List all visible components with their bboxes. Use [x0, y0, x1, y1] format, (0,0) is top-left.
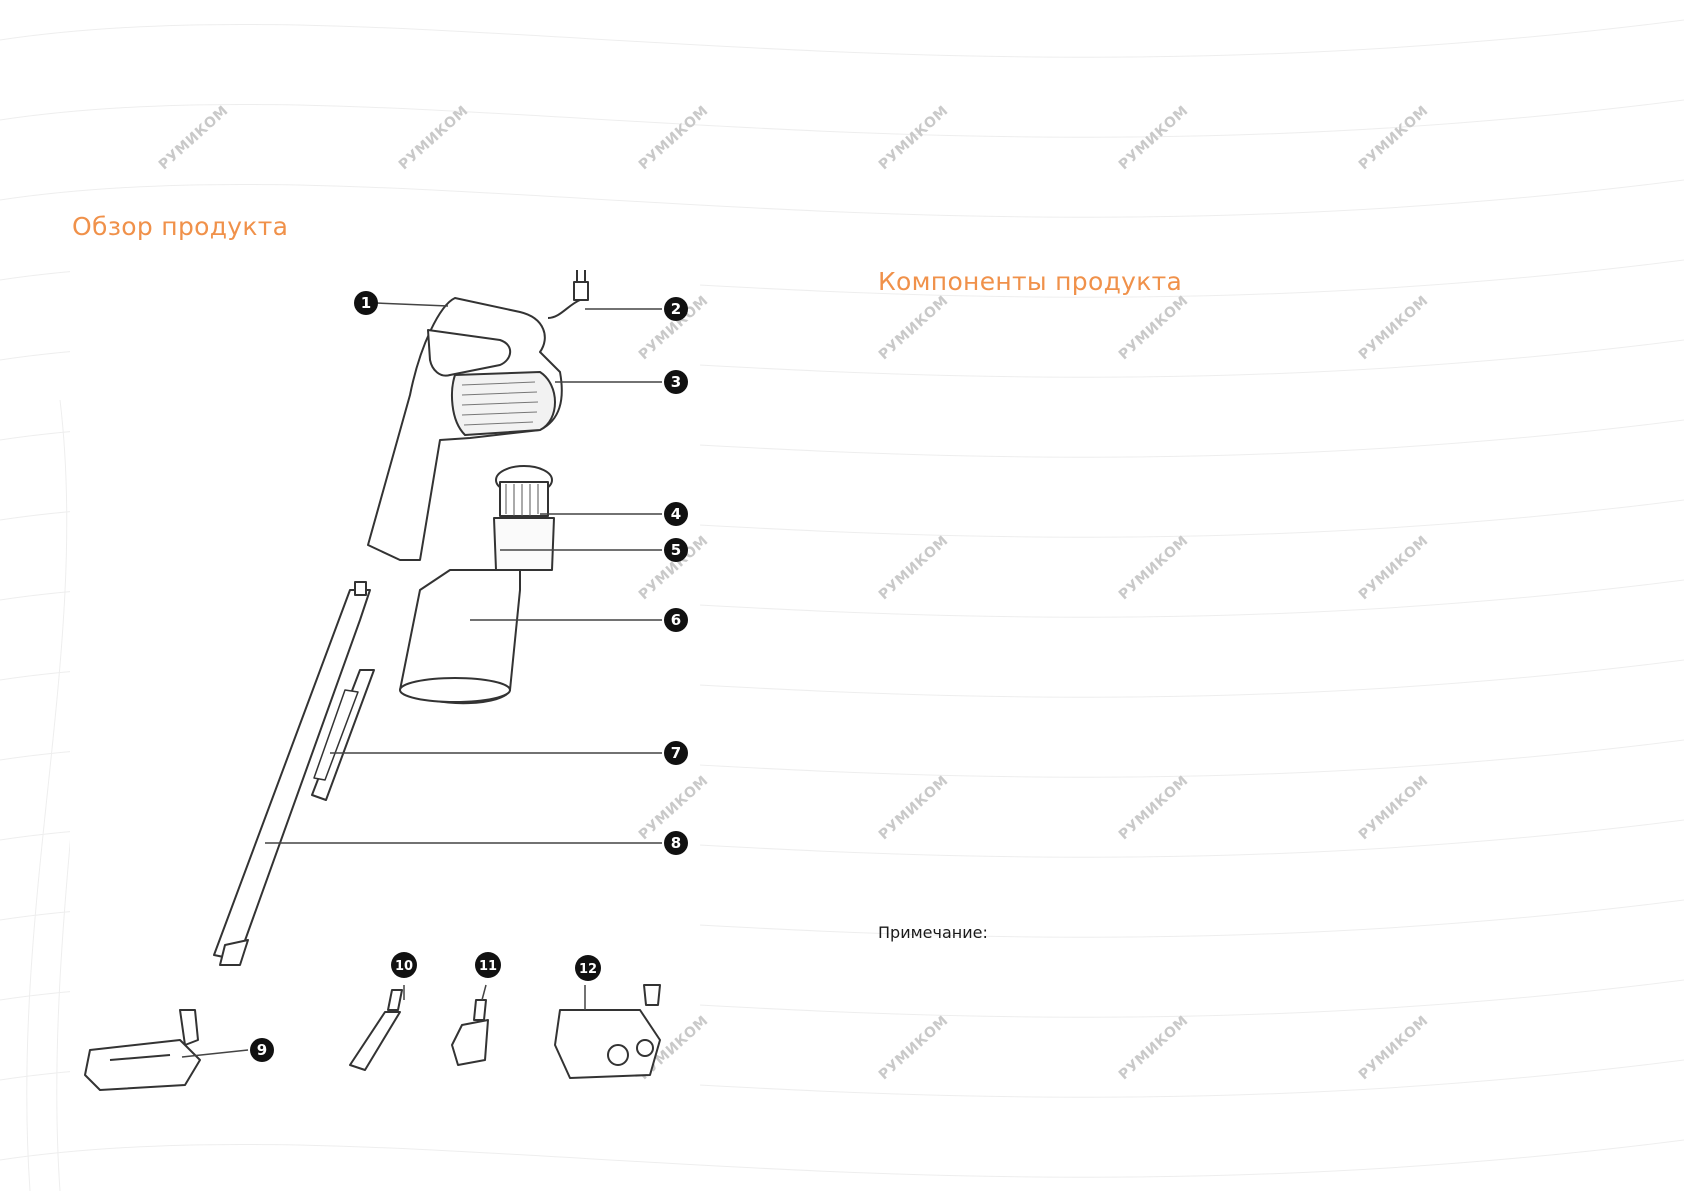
dust-container: [399, 569, 521, 705]
callout-4: 4: [664, 502, 688, 526]
product-components-title: Компоненты продукта: [878, 267, 1183, 296]
diagram-backdrop: [70, 260, 700, 1090]
callout-10: 10: [391, 952, 417, 978]
callout-5-label: 5: [671, 541, 681, 559]
callout-2-label: 2: [671, 300, 681, 318]
callout-1-label: 1: [361, 294, 371, 312]
callout-6-label: 6: [671, 611, 681, 629]
vacuum-handle: [367, 270, 589, 561]
callout-11-label: 11: [479, 959, 497, 974]
callout-12-label: 12: [579, 962, 597, 977]
brush-tool: [451, 999, 489, 1066]
callout-10-label: 10: [395, 959, 413, 974]
turbo-brush: [554, 984, 661, 1079]
callout-7: 7: [664, 741, 688, 765]
callout-leaders: [181, 302, 662, 1058]
extension-tube: [213, 581, 375, 966]
callout-2: 2: [664, 297, 688, 321]
callout-9-label: 9: [257, 1041, 267, 1059]
callout-9: 9: [250, 1038, 274, 1062]
callout-8-label: 8: [671, 834, 681, 852]
filter-assembly: [493, 465, 555, 571]
callout-3-label: 3: [671, 373, 681, 391]
callout-11: 11: [475, 952, 501, 978]
callout-8: 8: [664, 831, 688, 855]
right-page: Компоненты продукта Примечание:: [842, 0, 1684, 1191]
note-label: Примечание:: [878, 923, 988, 942]
callout-4-label: 4: [671, 505, 681, 523]
floor-brush: [84, 1009, 201, 1091]
callout-6: 6: [664, 608, 688, 632]
callout-1: 1: [354, 291, 378, 315]
callout-3: 3: [664, 370, 688, 394]
left-page: Обзор продукта: [72, 212, 688, 1091]
product-overview-title: Обзор продукта: [72, 212, 289, 241]
vacuum-exploded-diagram: 1 2 3 4 5 6 7 8 9 10 11 12: [84, 270, 688, 1091]
callout-12: 12: [575, 955, 601, 981]
callout-7-label: 7: [671, 744, 681, 762]
callout-5: 5: [664, 538, 688, 562]
crevice-tool: [349, 989, 403, 1071]
